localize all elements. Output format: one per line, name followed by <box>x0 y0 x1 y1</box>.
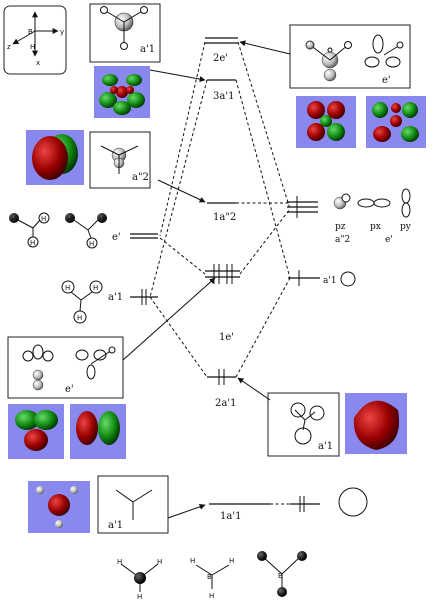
boron-a1-label: a'1 <box>323 276 337 286</box>
orbital-image-a2pp <box>26 130 84 185</box>
boron-px-label: px <box>370 222 381 232</box>
mo-level-1a1-label: 1a'1 <box>220 511 241 522</box>
orbital-image-1e-a <box>8 404 64 459</box>
orbital-image-1e-b <box>70 404 126 459</box>
bh3-structure-h-filled: B <box>257 551 307 597</box>
svg-text:H: H <box>11 215 16 223</box>
mo-level-3a1-label: 3a'1 <box>213 91 234 102</box>
mo-level-1a2pp: 1a"2 <box>207 202 236 223</box>
axis-x-label: x <box>36 59 40 67</box>
svg-text:H: H <box>41 215 46 223</box>
svg-text:H: H <box>67 215 72 223</box>
boron-ep-label: e' <box>385 235 393 245</box>
mo-level-3a1: 3a'1 <box>207 79 236 102</box>
orbital-image-2e-a <box>296 96 356 148</box>
svg-text:H: H <box>190 557 195 565</box>
svg-text:H: H <box>89 240 94 248</box>
box-top-a1-label: a'1 <box>140 44 155 55</box>
box-bottom-a1-label: a'1 <box>108 520 123 531</box>
svg-text:H: H <box>229 557 234 565</box>
mo-level-2a1: 2a'1 <box>207 369 236 409</box>
mo-level-1a2pp-label: 1a"2 <box>213 212 236 223</box>
boron-s-level: a'1 <box>288 270 356 287</box>
orbital-image-2a1 <box>345 393 407 454</box>
h3-a1-electrons <box>141 289 147 305</box>
mo-level-1e-label: 1e' <box>219 332 234 343</box>
h3-a1-label: a'1 <box>108 292 123 303</box>
h3-e-label: e' <box>112 232 121 243</box>
mo-level-1a1: 1a'1 <box>209 503 270 522</box>
correlation-lines <box>149 41 291 505</box>
orbital-image-1a1 <box>28 481 90 533</box>
axis-atom-b: B <box>28 28 33 36</box>
svg-text:H: H <box>117 558 122 566</box>
box-top-e: e' <box>289 24 411 89</box>
box-mid-a2pp-label: a"2 <box>132 172 149 183</box>
box-mid-a2pp: a"2 <box>89 131 151 189</box>
boron-pz-label: pz <box>335 222 346 232</box>
box-bottom-a1: a'1 <box>97 475 169 534</box>
h3-e-salc-sketches: H H H H H H e' <box>9 212 121 249</box>
mo-level-2a1-label: 2a'1 <box>215 398 236 409</box>
pointer-arrows <box>122 40 291 519</box>
svg-text:H: H <box>157 558 162 566</box>
h3-a1-salc-sketch: H H H a'1 <box>61 280 123 324</box>
axis-z-label: z <box>7 43 11 51</box>
axis-y-label: y <box>60 28 64 36</box>
mo-level-2e: 2e' <box>205 37 238 64</box>
mo-level-1e: 1e' <box>205 264 240 343</box>
orbital-image-2e-b <box>366 96 426 148</box>
bh3-structure-filled: H H H <box>117 558 162 600</box>
mo-level-2e-label: 2e' <box>213 53 228 64</box>
box-left-e: e' <box>7 336 124 399</box>
bh3-structure-letters: B H H H <box>190 557 234 600</box>
box-top-e-label: e' <box>382 75 391 86</box>
svg-text:H: H <box>77 314 82 322</box>
axes-box: B H y x z <box>3 5 67 75</box>
svg-text:H: H <box>137 593 142 600</box>
boron-p-levels <box>287 196 318 218</box>
svg-text:B: B <box>207 573 212 581</box>
box-left-e-label: e' <box>65 384 74 395</box>
box-top-a1: a'1 <box>89 3 161 63</box>
boron-1s-level <box>290 487 368 517</box>
svg-text:B: B <box>278 572 283 580</box>
boron-py-label: py <box>400 222 412 232</box>
boron-a2pp-label: a"2 <box>335 235 350 245</box>
boron-p-orbitals: pz px py a"2 e' <box>333 188 412 245</box>
orbital-image-3a1 <box>94 66 150 118</box>
axis-atom-h: H <box>30 43 35 51</box>
svg-text:H: H <box>30 239 35 247</box>
box-right-a1-label: a'1 <box>318 441 333 452</box>
svg-text:H: H <box>99 215 104 223</box>
svg-text:H: H <box>65 284 70 292</box>
svg-text:H: H <box>209 592 214 600</box>
svg-text:H: H <box>93 284 98 292</box>
box-right-a1: a'1 <box>267 392 340 457</box>
